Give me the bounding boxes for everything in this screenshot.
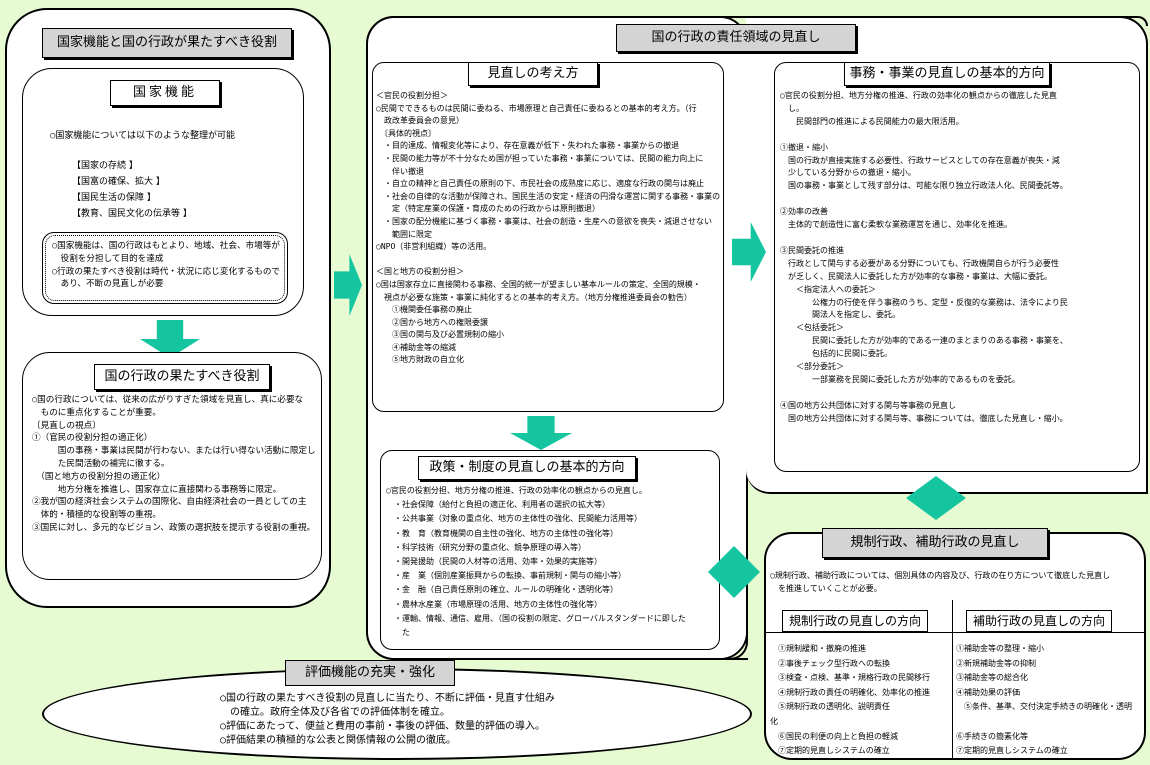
business-review-box — [774, 62, 1140, 472]
left-panel-title: 国家機能と国の行政が果たすべき役割 — [42, 28, 292, 58]
regulation-divider-v — [952, 600, 953, 760]
subsidy-review-subtitle: 補助行政の見直しの方向 — [966, 610, 1112, 632]
national-function-item: 【国家の存続 】 — [72, 161, 138, 171]
regulation-review-intro: ○規制行政、補助行政については、個別具体の内容及び、行政の在り方について徹底した… — [770, 571, 1111, 593]
state-roles-box — [22, 352, 322, 580]
national-functions-notes: ○国家機能は、国の行政はもとより、地域、社会、市場等が 役割を分担して目的を達成… — [52, 241, 281, 290]
policy-review-box — [380, 450, 720, 650]
national-function-item: 【教育、国民文化の伝承等 】 — [72, 209, 192, 219]
regulation-review-title: 規制行政、補助行政の見直し — [822, 528, 1048, 558]
subsidy-review-body: ①補助金等の整理・縮小 ②新規補助金等の抑制 ③補助金等の総合化 ④補助効果の評… — [956, 644, 1132, 756]
national-functions-intro: ○国家機能については以下のような整理が可能 — [50, 131, 235, 141]
center-panel-title: 国の行政の責任領域の見直し — [616, 24, 856, 52]
national-function-item: 【国民生活の保障 】 — [72, 193, 156, 203]
state-roles-title: 国の行政の果たすべき役割 — [94, 364, 270, 390]
policy-review-body: ○官民の役割分担、地方分権の推進、行政の効率化の観点からの見直し。 ・社会保障（… — [386, 486, 686, 638]
evaluation-title: 評価機能の充実・強化 — [285, 660, 455, 686]
business-review-body: ○官民の役割分担、地方分権の推進、行政の効率化の観点からの徹底した見直 し。 民… — [780, 91, 1068, 423]
national-functions-title: 国家機能 — [110, 80, 220, 106]
right-arrow-left-center — [334, 254, 362, 316]
state-roles-body: ○国の行政については、従来の広がりすぎた領域を見直し、真に必要な ものに重点化す… — [32, 395, 316, 533]
national-functions-list: 【国家の存続 】 【国富の確保、拡大 】 【国民生活の保障 】 【教育、国民文化… — [72, 158, 222, 222]
center-panel-border — [366, 16, 748, 660]
policy-review-title: 政策・制度の見直しの基本的方向 — [418, 456, 636, 480]
review-approach-title: 見直しの考え方 — [468, 62, 598, 86]
evaluation-body: ○国の行政の果たすべき役割の見直しに当たり、不断に評価・見直す仕組み の確立。政… — [220, 693, 555, 746]
reg-review-subtitle: 規制行政の見直しの方向 — [782, 610, 928, 632]
regulation-review-box — [764, 532, 1146, 760]
regulation-divider-h — [766, 632, 1144, 633]
review-approach-box — [372, 62, 724, 412]
national-functions-notes-box — [42, 232, 288, 304]
business-review-title: 事務・事業の見直しの基本的方向 — [844, 62, 1050, 86]
national-function-item: 【国富の確保、拡大 】 — [72, 177, 165, 187]
review-approach-body: ＜官民の役割分担＞ ○民間でできるものは民間に委ねる、市場原理と自己責任に委ねる… — [376, 91, 720, 365]
reg-review-body: ①規制緩和・撤廃の推進 ②事後チェック型行政への転換 ③検査・点検、基準・規格行… — [770, 644, 930, 756]
